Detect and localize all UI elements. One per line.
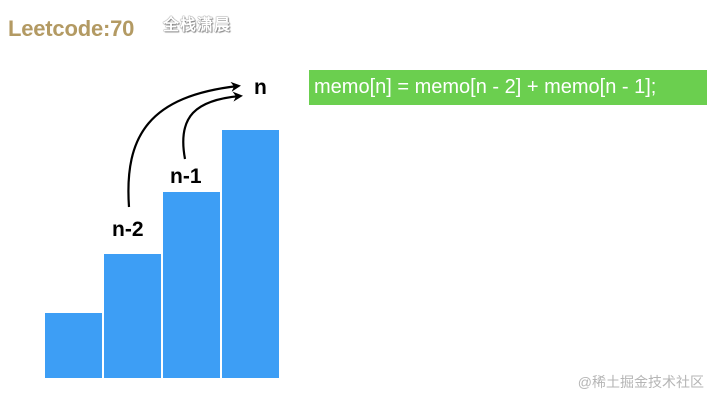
recurrence-formula: memo[n] = memo[n - 2] + memo[n - 1]; (309, 70, 707, 105)
page-title: Leetcode:70 (8, 16, 135, 41)
stair-bar-step-3 (163, 192, 220, 378)
stair-bar-step-1 (45, 313, 102, 378)
arrow-n-minus-2-to-n (127, 81, 241, 208)
arrow-n-minus-1-to-n (182, 91, 243, 160)
label-n: n (254, 76, 267, 99)
author-watermark: 全栈潇晨 (163, 17, 232, 34)
stair-bar-step-4 (222, 130, 279, 378)
label-n-minus-1: n-1 (170, 165, 202, 188)
label-n-minus-2: n-2 (112, 218, 144, 241)
platform-watermark: @稀土掘金技术社区 (577, 374, 704, 390)
stair-bar-step-2 (104, 254, 161, 378)
stair-bars (45, 130, 279, 378)
